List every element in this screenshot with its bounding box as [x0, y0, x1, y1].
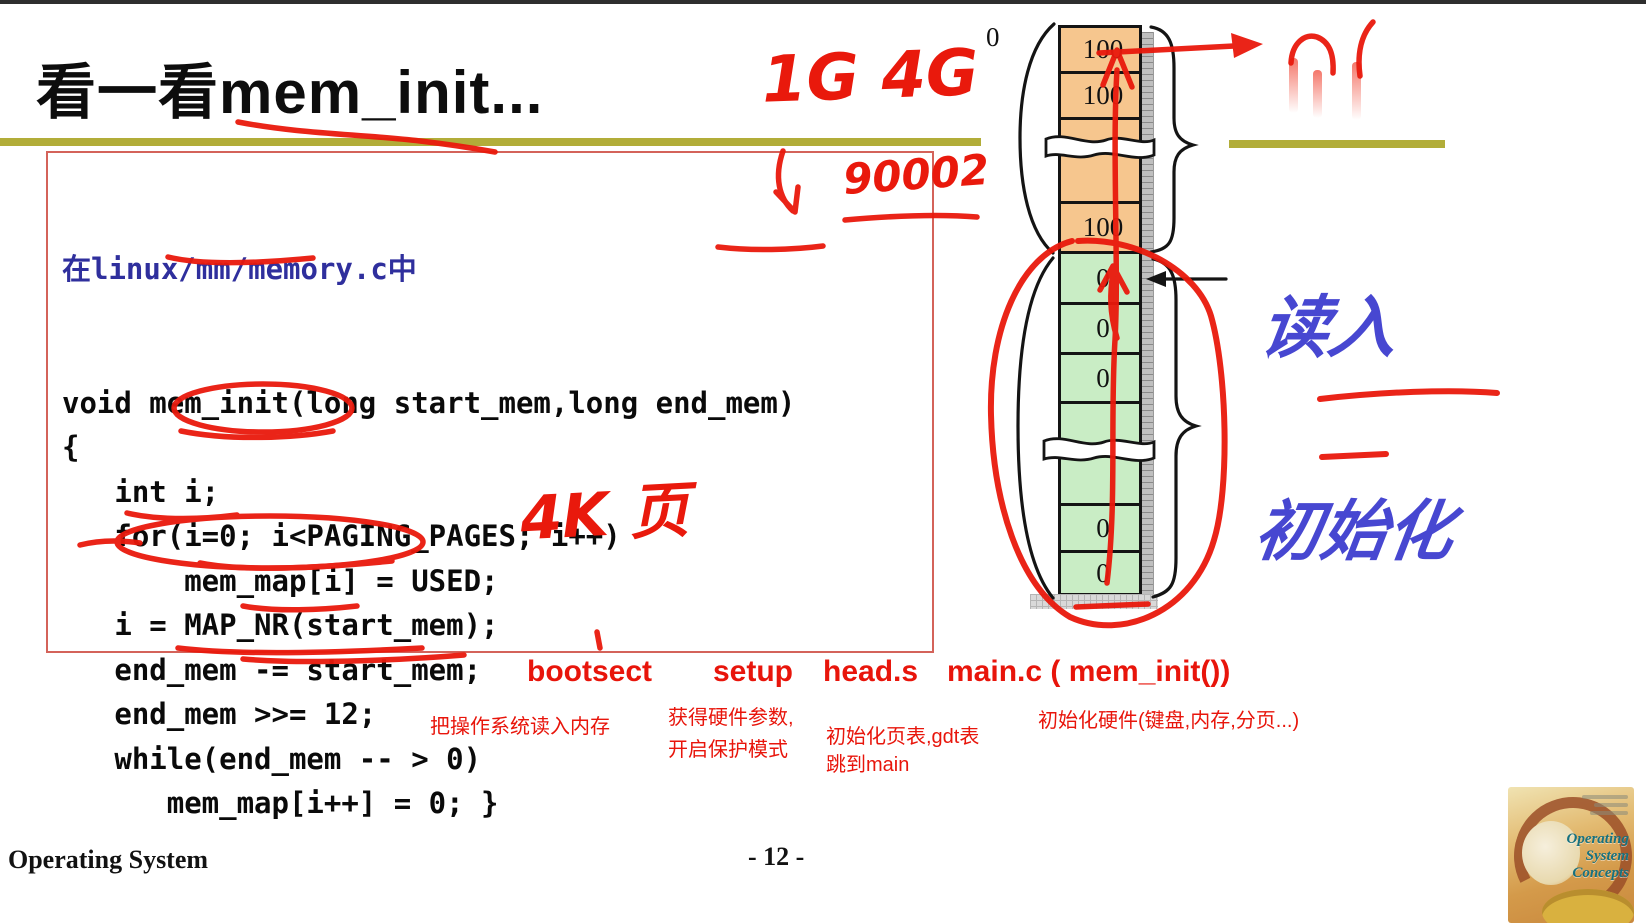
memory-origin-label: 0 [986, 22, 1000, 52]
left-paren-used-region [1018, 22, 1056, 255]
cell-right-arrow-head [1231, 33, 1263, 58]
code-file-path: 在linux/mm/memory.c中 [62, 252, 417, 286]
book-author-line [1582, 795, 1628, 799]
memory-cell-8: 0 [1061, 506, 1139, 553]
book-cover-thumbnail: Operating System Concepts [1508, 787, 1634, 923]
faded-marker-streak [1289, 58, 1298, 113]
book-title: Operating System Concepts [1566, 831, 1629, 881]
book-basket-shape [1542, 889, 1634, 923]
book-light-blob [1522, 821, 1580, 885]
olive-rule-right [1229, 140, 1445, 148]
left-paren-free-region [1016, 256, 1055, 600]
memory-cell-7 [1061, 404, 1139, 506]
olive-rule-left [0, 138, 981, 146]
memory-cell-4: 0 [1061, 254, 1139, 305]
page-number: - 12 - [748, 842, 805, 871]
handwriting-address-90002: 90002 [841, 144, 991, 205]
code-line-7: end_mem >>= 12; [62, 697, 377, 731]
note-setup-line2: 开启保护模式 [668, 739, 788, 761]
squiggle-hook [1356, 19, 1376, 79]
note-bootsect: 把操作系统读入内存 [430, 716, 610, 738]
faded-marker-streak [1313, 70, 1322, 118]
book-author-line [1590, 811, 1628, 815]
note-heads-line1: 初始化页表,gdt表 [826, 726, 980, 748]
note-setup-line1: 获得硬件参数, [668, 707, 794, 729]
code-line-4: mem_map[i] = USED; [62, 563, 499, 598]
faded-marker-streak [1352, 62, 1361, 120]
code-line-8: while(end_mem -- > 0) [62, 741, 482, 776]
handwriting-initialize: 初始化 [1250, 494, 1459, 568]
handwriting-4k-page: 4K 页 [518, 475, 692, 555]
code-line-5: i = MAP_NR(start_mem); [62, 608, 499, 642]
code-line-1: { [62, 430, 80, 464]
code-line-9: mem_map[i++] = 0; } [62, 786, 499, 820]
stage-bootsect: bootsect [527, 655, 653, 688]
stage-head-s: head.s [823, 655, 919, 688]
memory-ruler-strip [1142, 32, 1154, 598]
memory-cell-5: 0 [1061, 305, 1139, 355]
read-in-underline-long [1317, 388, 1500, 402]
book-author-line [1594, 803, 1628, 807]
code-line-0: void mem_init(long start_mem,long end_me… [62, 385, 796, 420]
read-in-underline-short [1319, 451, 1389, 460]
code-line-6: end_mem -= start_mem; [62, 652, 482, 687]
right-brace-used-region [1149, 25, 1199, 254]
stage-setup: setup [713, 655, 794, 688]
memory-cell-6: 0 [1061, 355, 1139, 404]
memory-cell-9: 0 [1061, 553, 1139, 593]
right-brace-free-region [1151, 257, 1202, 599]
handwriting-read-in: 读入 [1255, 290, 1403, 366]
memory-cell-1: 100 [1061, 74, 1139, 120]
note-main: 初始化硬件(键盘,内存,分页...) [1038, 710, 1300, 732]
stage-main-c: main.c ( mem_init()) [947, 655, 1231, 688]
slide-top-border [0, 0, 1646, 4]
memory-cell-3: 100 [1061, 204, 1139, 254]
footer-course-name: Operating System [8, 845, 209, 874]
note-heads-line2: 跳到main [826, 754, 910, 776]
memory-cell-0: 100 [1061, 28, 1139, 74]
memory-cell-2 [1061, 120, 1139, 204]
memory-base-strip [1030, 594, 1158, 609]
page-title: 看一看mem_init... [36, 59, 544, 126]
code-line-2: int i; [62, 474, 220, 509]
handwriting-1g-4g: 1G 4G [760, 36, 980, 118]
